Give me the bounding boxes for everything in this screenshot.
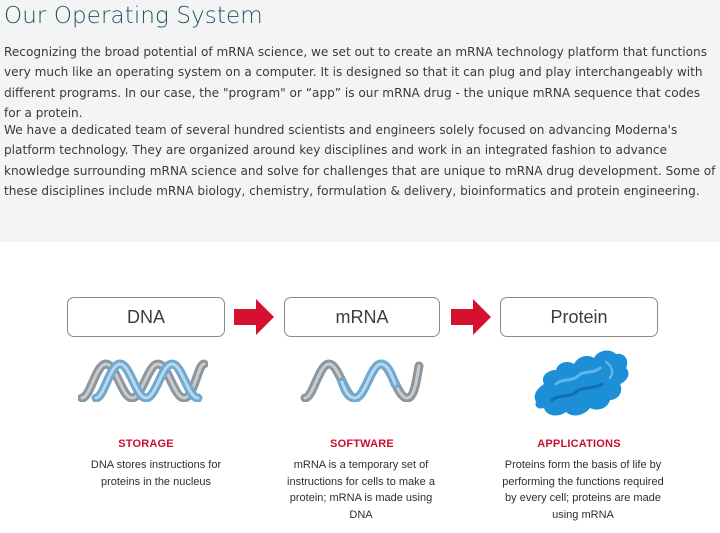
right-arrow-icon [234,299,274,335]
dna-helix-icon [78,359,208,402]
dna-box: DNA [67,297,225,337]
protein-box: Protein [500,297,658,337]
intro-paragraph-1: Recognizing the broad potential of mRNA … [4,45,708,120]
page-title: Our Operating System [4,3,263,29]
intro-paragraph-2: We have a dedicated team of several hund… [4,123,716,198]
right-arrow-icon [451,299,491,335]
applications-description: Proteins form the basis of life by perfo… [502,459,664,521]
software-label: SOFTWARE [330,438,394,450]
intro-section [0,0,720,242]
software-description: mRNA is a temporary set of instructions … [287,459,435,521]
protein-blob-icon [534,350,629,416]
applications-label: APPLICATIONS [537,438,621,450]
storage-description: DNA stores instructions for proteins in … [90,459,222,488]
mrna-box: mRNA [284,297,440,337]
storage-label: STORAGE [118,438,174,450]
mrna-strand-icon [300,359,424,402]
